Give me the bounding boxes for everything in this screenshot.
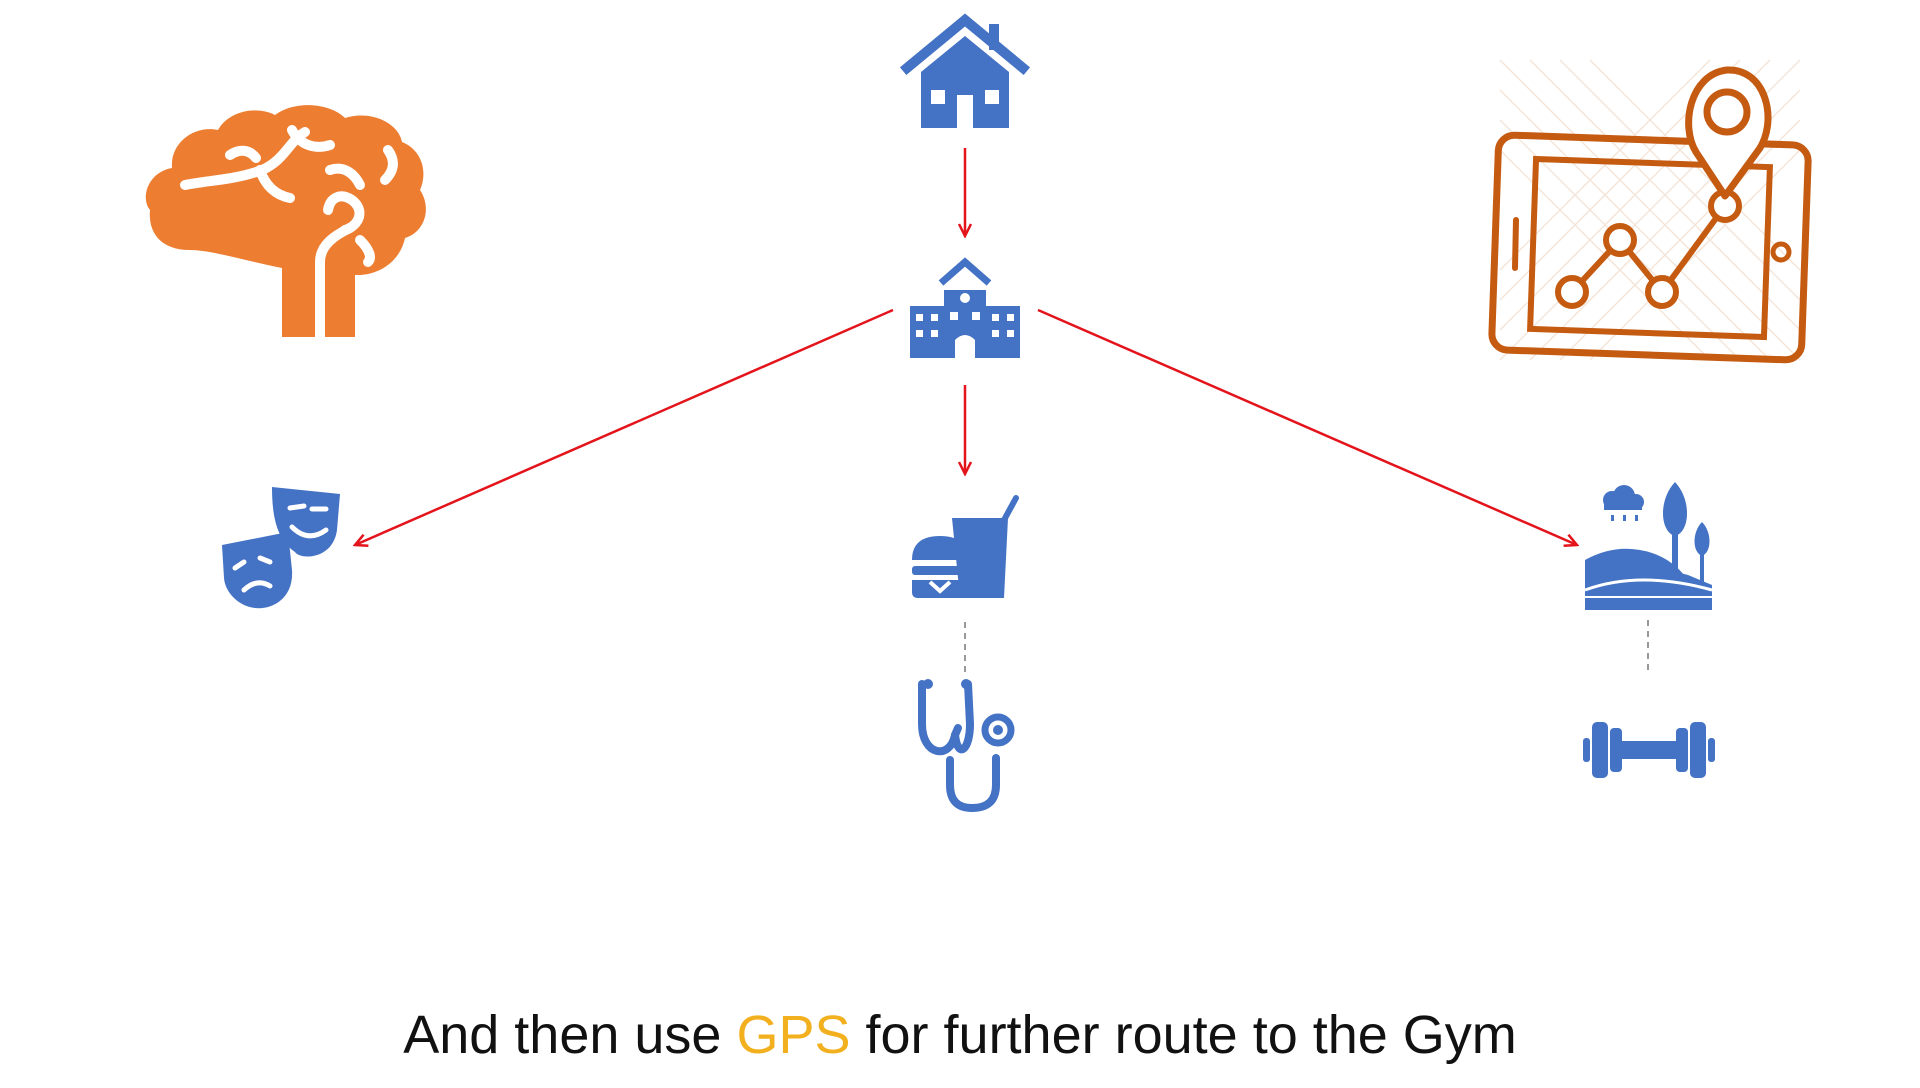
house-icon [899, 13, 1031, 128]
theater-masks-icon [222, 487, 340, 609]
caption-after: for further route to the Gym [850, 1005, 1517, 1065]
park-icon [1584, 482, 1713, 610]
caption: And then use GPS for further route to th… [0, 1000, 1920, 1070]
fast-food-icon [912, 495, 1019, 598]
stethoscope-icon [918, 679, 1015, 813]
brain-icon [145, 105, 426, 342]
arrow-school-to-park [1037, 308, 1577, 545]
caption-highlight-gps: GPS [736, 1005, 851, 1065]
dumbbell-icon [1583, 722, 1715, 778]
arrow-school-to-theater [355, 308, 894, 545]
tablet-map-icon [1488, 59, 1812, 364]
caption-before: And then use [403, 1005, 737, 1065]
school-icon [910, 257, 1020, 358]
